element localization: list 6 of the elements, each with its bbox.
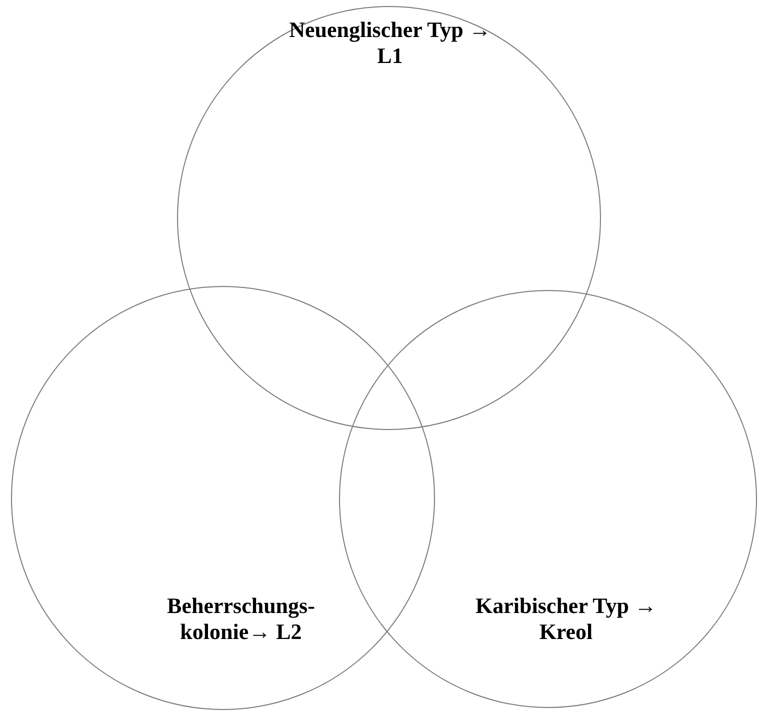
circle-label: Karibischer Typ → Kreol: [474, 593, 658, 646]
circle-label: Beherrschungs- kolonie→ L2: [166, 593, 316, 646]
venn-circle: [11, 286, 435, 710]
circle-label: Neuenglischer Typ → L1: [288, 17, 492, 70]
venn-circle: [177, 6, 601, 430]
venn-circle: [339, 290, 757, 708]
